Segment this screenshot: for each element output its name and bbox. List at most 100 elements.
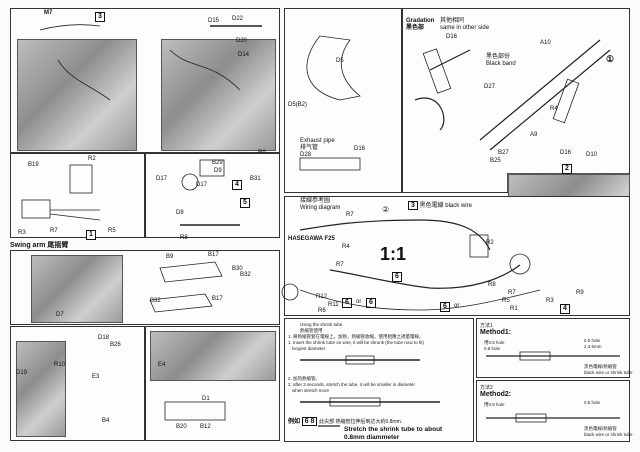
black-band-en: Black band (486, 61, 516, 67)
photo-bottom-left (16, 341, 66, 437)
label-b25: B25 (490, 158, 501, 164)
label-r4: R4 (550, 106, 558, 112)
same-side-cn: 其他相同 (440, 18, 465, 24)
label-b31: B31 (250, 176, 261, 182)
panel-gradation (402, 8, 630, 193)
box-6a: 6 (392, 272, 402, 282)
shrink-title-en: Using the shrink tube (300, 322, 343, 327)
step-3b-box: 3 (408, 201, 418, 210)
label-d15: D15 (208, 18, 220, 24)
panel-bottom-mid (145, 326, 280, 441)
shrink-title-cn: 熱縮管使用 (300, 327, 323, 333)
panel-exhaust (284, 8, 402, 193)
label-d22: D22 (232, 16, 244, 22)
panel-shrink-tube (284, 318, 474, 442)
black-band-note: 黑色部份 Black band (486, 54, 516, 68)
label-b30: B30 (232, 266, 243, 272)
method1-title: 方法1 Method1: (480, 322, 511, 336)
panel-swing-arm (10, 250, 280, 325)
label-r8: R8 (180, 235, 188, 241)
panel-wiring (284, 196, 630, 316)
label-r3: R3 (18, 230, 26, 236)
label-r12: R12 (316, 294, 328, 300)
label-d17a: D17 (156, 176, 168, 182)
label-r10: R10 (54, 362, 66, 368)
photo-frame-right (161, 39, 276, 151)
wiring-en: Wiring diagram (300, 205, 341, 211)
label-circle1: ① (606, 54, 615, 64)
label-d19: D19 (16, 370, 28, 376)
shrink-n1: 1. 將熱縮管套在電線上，加熱，熱縮管收縮，使用相應之適量電線。 (288, 334, 424, 339)
label-b32b: B32 (150, 298, 161, 304)
gradation-cn: 黑色部 (406, 25, 425, 31)
panel-top-left (10, 8, 280, 153)
label-b29: B29 (212, 160, 223, 166)
step-2-box: 2 (562, 164, 572, 174)
label-hasegawa: HASEGAWA F25 (288, 236, 335, 242)
label-d27: D27 (484, 84, 496, 90)
m2-a: 用0.5 hole (484, 402, 505, 407)
method1-cn: 方法1 (480, 323, 493, 329)
label-r7a: R7 (50, 228, 58, 234)
stretch-en-1: Stretch the shrink tube to about (344, 426, 443, 433)
label-d5-b2: D5(B2) (288, 102, 308, 108)
shrink-title: Using the shrink tube 熱縮管使用 (300, 322, 342, 333)
m1-wire-en: black wire or shrink tube (584, 369, 633, 375)
stretch-desc-cn: 此尖部 熱縮管拉伸后到达大約0.8mm. (319, 419, 403, 425)
label-r3b: R3 (546, 298, 554, 304)
label-d1: D1 (202, 396, 210, 402)
stretch-en-2: 0.8mm diammeter (344, 434, 400, 441)
label-r8b: R8 (488, 282, 496, 288)
m1-wire: 黑色電線/熱縮管 black wire or shrink tube (584, 364, 633, 375)
m1-b: 0.5 hole (584, 338, 601, 343)
label-b4: B4 (102, 418, 110, 424)
m2-wire-cn: 黑色電線/熱縮管 (584, 426, 617, 431)
label-a9: A9 (530, 132, 538, 138)
label-b19: B19 (28, 162, 39, 168)
label-d9: D9 (214, 168, 222, 174)
swing-arm-cn: 尾摇臂 (47, 242, 69, 249)
label-r5: R5 (108, 228, 116, 234)
wiring-cn: 接線参考圖 (300, 198, 331, 204)
method2-title: 方法2 Method2: (480, 384, 511, 398)
label-circle2: ② (382, 205, 390, 214)
m1-wire-cn: 黑色電線/熱縮管 (584, 364, 617, 369)
m1-a2: 0.8 hole (484, 346, 501, 351)
label-r11: R11 (328, 302, 339, 308)
label-b27: B27 (498, 150, 509, 156)
panel-method1 (476, 318, 630, 378)
label-e3: E3 (92, 374, 100, 380)
photo-frame-left (17, 39, 137, 151)
label-d10: D10 (586, 152, 598, 158)
same-side-en: same in other side (440, 25, 490, 31)
m2-b: 0.5 hole (584, 400, 601, 405)
label-b9: B9 (166, 254, 174, 260)
shrink-n3: longest diameter (292, 346, 326, 351)
label-d16c: D16 (560, 150, 572, 156)
label-r7d: R7 (508, 290, 516, 296)
label-r6: R6 (318, 308, 326, 314)
wiring-title: 接線参考圖 Wiring diagram (300, 198, 340, 212)
label-d16a: D16 (354, 146, 366, 152)
stretch-example: 例如 6 8 此尖部 熱縮管拉伸后到达大約0.8mm. (288, 417, 403, 426)
box-6c: 6 (366, 298, 376, 308)
m1-b2: 2.3 6mm (584, 344, 602, 349)
box-6b: 6 (342, 298, 352, 308)
exhaust-title: Exhaust pipe 排气管 (300, 138, 335, 152)
label-e4: E4 (158, 362, 166, 368)
swing-arm-title: Swing arm 尾摇臂 (10, 242, 68, 249)
step-4-box: 4 (232, 180, 242, 190)
m2-wire: 黑色電線/熱縮管 black wire or shrink tube (584, 426, 633, 437)
label-d14: D14 (238, 52, 250, 58)
panel-bottom-left (10, 326, 145, 441)
black-band-cn: 黑色部份 (486, 54, 511, 60)
label-r9: R9 (576, 290, 584, 296)
stretch-cn: 例如 (288, 419, 301, 425)
label-a10: A10 (540, 40, 551, 46)
scale-label: 1:1 (380, 244, 407, 264)
label-r2: R2 (88, 156, 96, 162)
gradation-title: Gradation 黑色部 (406, 18, 434, 32)
label-b17a: B17 (208, 252, 219, 258)
label-d16b: D16 (446, 34, 458, 40)
